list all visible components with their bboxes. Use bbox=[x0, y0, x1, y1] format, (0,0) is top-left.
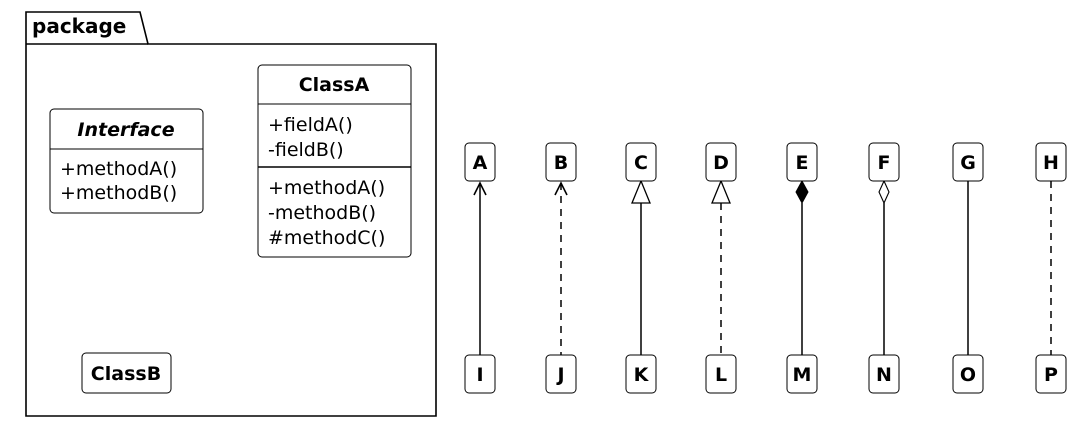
node-g[interactable]: G bbox=[952, 142, 984, 182]
class-a-field: -fieldB() bbox=[268, 139, 344, 161]
node-box bbox=[952, 354, 984, 394]
node-box bbox=[705, 354, 737, 394]
node-label: J bbox=[555, 364, 564, 386]
node-label: K bbox=[634, 364, 650, 386]
node-label: P bbox=[1044, 364, 1058, 386]
class-a-method: +methodA() bbox=[268, 177, 385, 199]
node-box bbox=[545, 354, 577, 394]
class-b-box[interactable]: ClassB bbox=[81, 352, 172, 394]
node-h[interactable]: H bbox=[1035, 142, 1067, 182]
interface-class-box[interactable]: Interface +methodA() +methodB() bbox=[49, 108, 204, 214]
class-a-box[interactable]: ClassA +fieldA() -fieldB() +methodA() -m… bbox=[257, 64, 412, 258]
node-label: F bbox=[878, 152, 891, 174]
hollow-triangle-head-icon bbox=[711, 179, 731, 204]
node-e[interactable]: E bbox=[786, 142, 818, 182]
node-box bbox=[464, 142, 496, 182]
node-box bbox=[545, 142, 577, 182]
node-label: G bbox=[960, 152, 976, 174]
node-label: N bbox=[876, 364, 892, 386]
node-label: B bbox=[554, 152, 568, 174]
node-p[interactable]: P bbox=[1035, 354, 1067, 394]
node-m[interactable]: M bbox=[786, 354, 818, 394]
node-box bbox=[625, 354, 657, 394]
node-box bbox=[705, 142, 737, 182]
interface-name: Interface bbox=[77, 119, 174, 141]
node-label: O bbox=[960, 364, 976, 386]
node-n[interactable]: N bbox=[868, 354, 900, 394]
node-o[interactable]: O bbox=[952, 354, 984, 394]
node-b[interactable]: B bbox=[545, 142, 577, 182]
interface-method: +methodB() bbox=[60, 182, 177, 204]
class-a-field: +fieldA() bbox=[268, 114, 353, 136]
node-box bbox=[786, 354, 818, 394]
node-k[interactable]: K bbox=[625, 354, 657, 394]
node-box bbox=[1035, 142, 1067, 182]
class-b-name: ClassB bbox=[91, 363, 161, 385]
relations-group: A I B J C K D L E M F N G O H P bbox=[464, 142, 1067, 394]
node-box bbox=[868, 354, 900, 394]
node-box bbox=[786, 142, 818, 182]
open-arrow-head-icon bbox=[473, 181, 487, 196]
node-j[interactable]: J bbox=[545, 354, 577, 394]
hollow-triangle-head-icon bbox=[631, 179, 651, 204]
node-c[interactable]: C bbox=[625, 142, 657, 182]
node-label: L bbox=[715, 364, 727, 386]
node-box bbox=[1035, 354, 1067, 394]
node-d[interactable]: D bbox=[705, 142, 737, 182]
node-i[interactable]: I bbox=[464, 354, 496, 394]
node-label: D bbox=[713, 152, 729, 174]
class-a-name: ClassA bbox=[299, 74, 370, 96]
node-label: E bbox=[796, 152, 809, 174]
class-a-method: #methodC() bbox=[268, 227, 385, 249]
class-a-method: -methodB() bbox=[268, 202, 376, 224]
node-box bbox=[952, 142, 984, 182]
node-box bbox=[868, 142, 900, 182]
node-label: C bbox=[634, 152, 648, 174]
node-label: H bbox=[1043, 152, 1059, 174]
node-f[interactable]: F bbox=[868, 142, 900, 182]
node-box bbox=[625, 142, 657, 182]
node-box bbox=[464, 354, 496, 394]
interface-method: +methodA() bbox=[60, 158, 177, 180]
hollow-diamond-head-icon bbox=[878, 179, 890, 205]
filled-diamond-head-icon bbox=[795, 179, 809, 205]
node-a[interactable]: A bbox=[464, 142, 496, 182]
node-label: A bbox=[473, 152, 488, 174]
node-label: I bbox=[476, 364, 483, 386]
node-l[interactable]: L bbox=[705, 354, 737, 394]
open-arrow-head-icon bbox=[554, 181, 568, 196]
package-name: package bbox=[32, 14, 126, 38]
node-label: M bbox=[793, 364, 812, 386]
